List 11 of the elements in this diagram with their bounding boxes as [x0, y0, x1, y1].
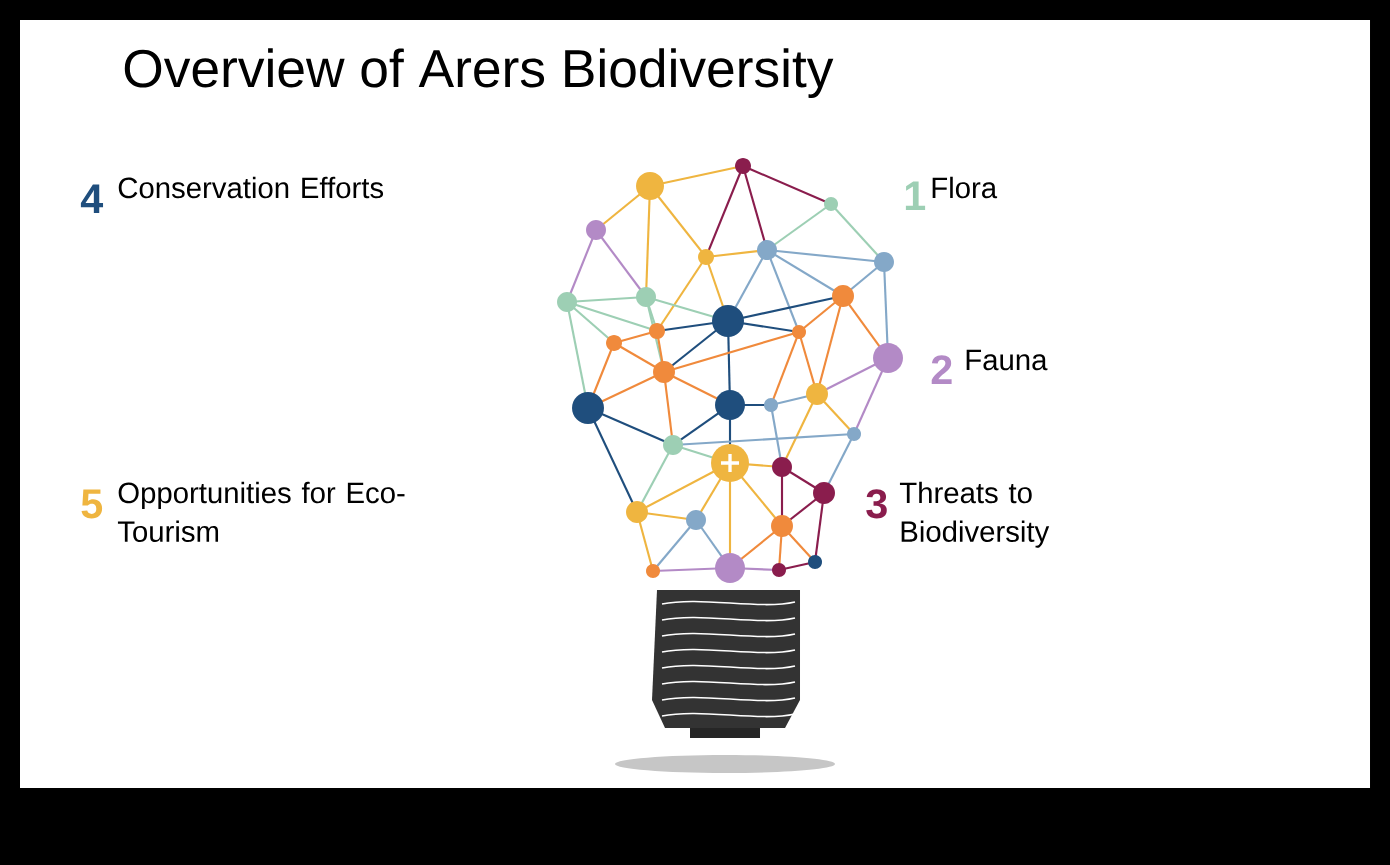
item-label: Flora [932, 176, 998, 199]
item-label: Fauna [966, 349, 1048, 371]
item-number: 2 [931, 355, 952, 384]
title: Overview of Arers Biodiversity [124, 48, 834, 99]
item-number: 1 [905, 181, 926, 210]
item-number: 4 [80, 184, 104, 213]
item-label: Opportunities for Eco-Tourism [117, 481, 405, 542]
item-label: Conservation Efforts [118, 176, 384, 199]
item-number: 3 [866, 489, 887, 519]
item-number: 5 [81, 489, 103, 519]
item-label: Threats to Biodiversity [899, 481, 1050, 548]
